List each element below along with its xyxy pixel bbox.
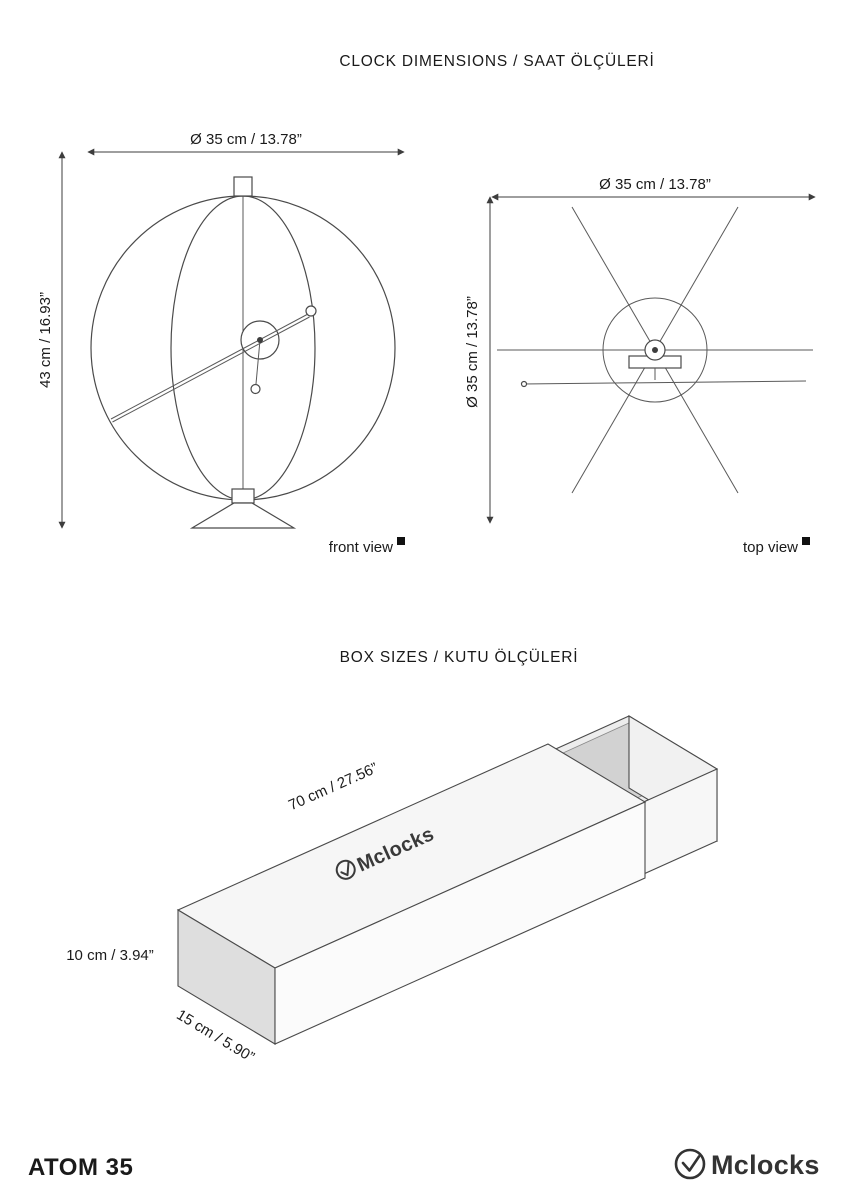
front-view-marker-square [397, 537, 405, 545]
front-view-caption: front view [329, 539, 393, 556]
front-base-stand [189, 502, 297, 529]
sleeve-front-face [274, 801, 646, 1045]
front-diameter-label: Ø 35 cm / 13.78” [190, 131, 302, 148]
top-depth-label: Ø 35 cm / 13.78” [464, 296, 481, 408]
front-top-bracket [233, 176, 253, 197]
top-hand-counterweight [520, 380, 528, 388]
front-bottom-bracket [231, 488, 255, 504]
brand-check-icon [681, 1155, 701, 1172]
front-hand-counterweight-bottom [250, 383, 261, 395]
front-hand-counterweight-top [305, 305, 317, 317]
box-height-label: 10 cm / 3.94” [66, 947, 154, 964]
top-minute-hand [522, 380, 807, 385]
front-height-label: 43 cm / 16.93” [37, 292, 54, 388]
brand-name: Mclocks [711, 1150, 820, 1180]
top-view-drawing: Ø 35 cm / 13.78” Ø 35 cm / 13.78” top vi… [464, 176, 816, 556]
brand-logo: Mclocks [674, 1148, 820, 1180]
top-hub-pin [652, 347, 658, 353]
box-brand-check-icon [340, 860, 350, 877]
top-view-marker-square [802, 537, 810, 545]
front-minute-hand-edge-2 [112, 316, 310, 423]
box-brand-clock-icon [335, 859, 356, 880]
top-diameter-label: Ø 35 cm / 13.78” [599, 176, 711, 193]
top-view-caption: top view [743, 539, 798, 556]
box-length-label: 70 cm / 27.56” [286, 760, 381, 815]
front-view-drawing: Ø 35 cm / 13.78” 43 cm / 16.93” front vi… [37, 131, 405, 556]
box-drawing: Mclocks 70 cm / 27.56” 10 cm / 3.94” 15 … [66, 715, 719, 1066]
front-minute-hand-edge-1 [110, 313, 309, 420]
front-hub-pin [257, 337, 263, 343]
box-section-title: BOX SIZES / KUTU ÖLÇÜLERİ [340, 648, 579, 666]
footer: ATOM 35 Mclocks [28, 1148, 820, 1181]
front-hour-hand [255, 339, 261, 385]
clock-section-title: CLOCK DIMENSIONS / SAAT ÖLÇÜLERİ [339, 52, 654, 70]
product-name: ATOM 35 [28, 1154, 133, 1181]
brand-clock-icon [674, 1148, 706, 1180]
